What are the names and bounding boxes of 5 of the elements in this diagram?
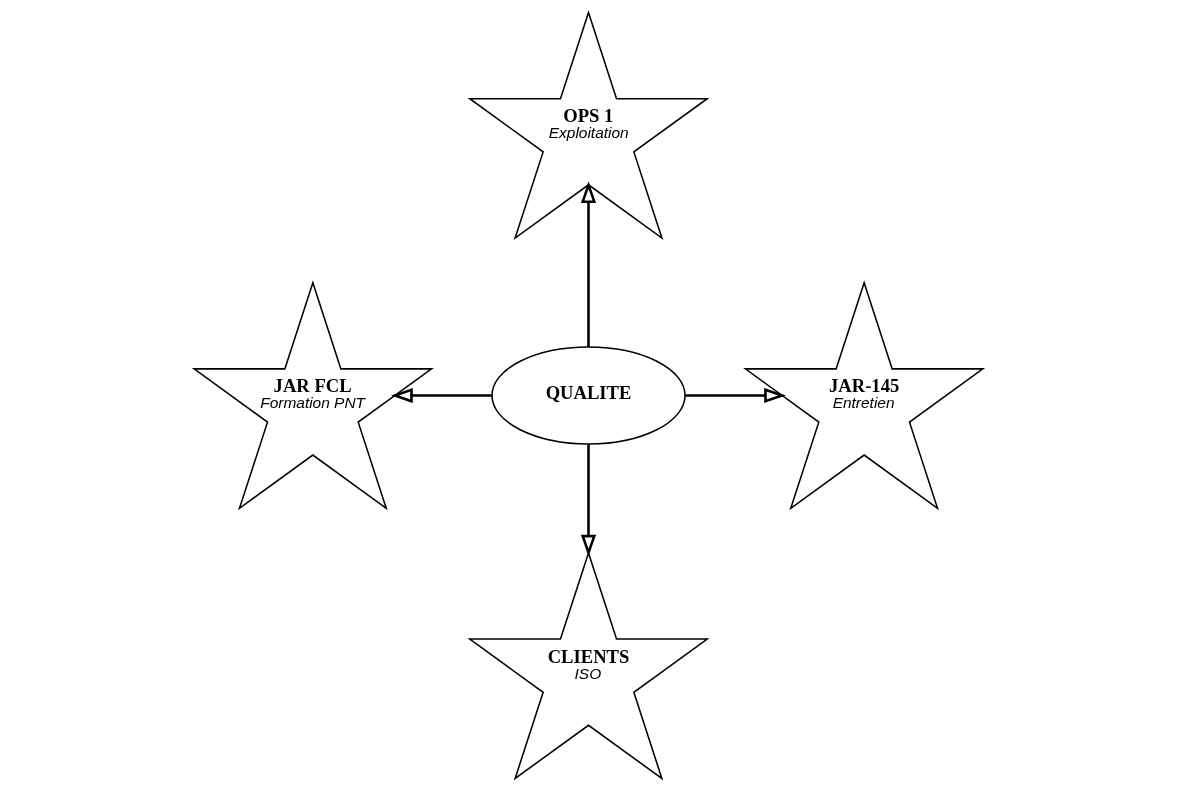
arrow — [391, 387, 492, 404]
arrow — [685, 387, 786, 404]
node-ellipse: QUALITE — [491, 346, 686, 445]
arrow — [580, 444, 597, 557]
arrow — [580, 181, 597, 347]
